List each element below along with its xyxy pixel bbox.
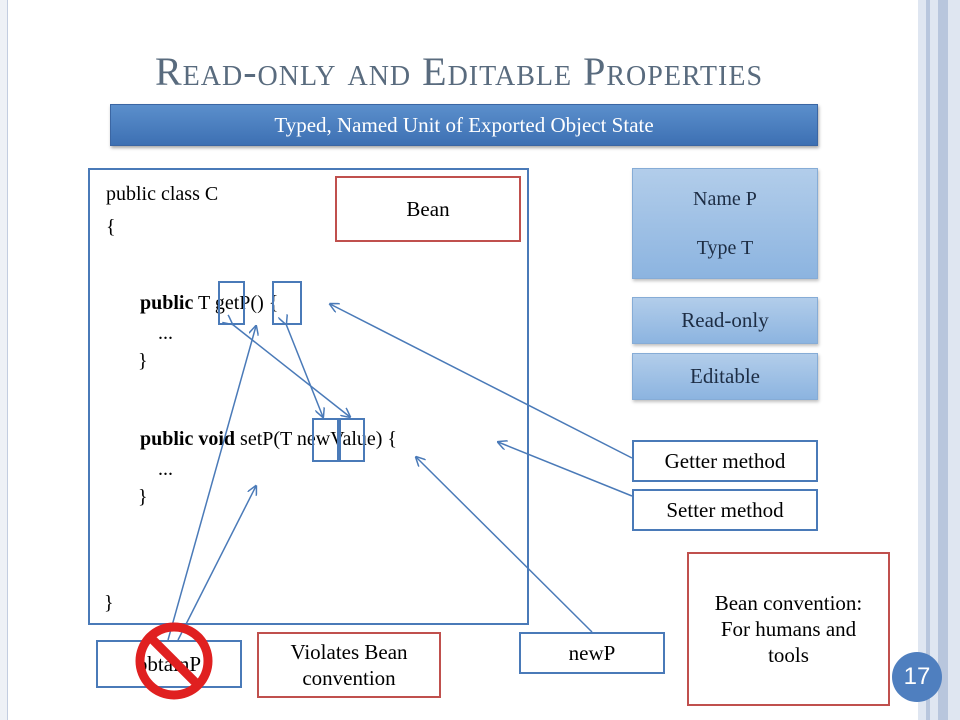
new-p-arrow: [416, 457, 593, 633]
highlight-setter-name: [312, 418, 341, 462]
bean-label: Bean: [335, 176, 521, 242]
setter-method-label: Setter method: [632, 489, 818, 531]
violates-convention-label: Violates Bean convention: [257, 632, 441, 698]
read-only-box: Read-only: [632, 297, 818, 344]
border-stripe: [938, 0, 948, 720]
getter-method-arrow: [330, 304, 633, 459]
code-setter-body: ...: [158, 458, 173, 480]
code-getter-signature: public T getP() {: [140, 292, 278, 315]
obtain-p-arrow-1: [167, 326, 256, 641]
getter-method-label: Getter method: [632, 440, 818, 482]
border-stripe: [926, 0, 930, 720]
page-number: 17: [892, 652, 942, 702]
code-class-close: }: [104, 592, 114, 614]
prohibited-icon: [135, 622, 213, 700]
setter-method-arrow: [498, 442, 633, 497]
obtain-p-arrow-2: [177, 486, 256, 641]
property-type-label: Type T: [696, 236, 754, 259]
slide-right-border: [918, 0, 960, 720]
name-link-connector: [286, 324, 323, 417]
slide-left-border: [0, 0, 8, 720]
code-getter-keyword: public: [140, 292, 194, 314]
slide-title: Read-only and Editable Properties: [154, 49, 764, 94]
new-p-label: newP: [519, 632, 665, 674]
highlight-setter-type: [337, 418, 365, 462]
subtitle-banner: Typed, Named Unit of Exported Object Sta…: [110, 104, 818, 146]
code-setter-close: }: [138, 486, 148, 508]
property-name-type-box: Name P Type T: [632, 168, 818, 279]
code-getter-body: ...: [158, 322, 173, 344]
code-getter-close: }: [138, 350, 148, 372]
editable-box: Editable: [632, 353, 818, 400]
code-open-brace: {: [106, 216, 116, 238]
bean-convention-note: Bean convention: For humans and tools: [687, 552, 890, 706]
property-name-label: Name P: [693, 187, 757, 210]
code-class-decl: public class C: [106, 183, 219, 205]
